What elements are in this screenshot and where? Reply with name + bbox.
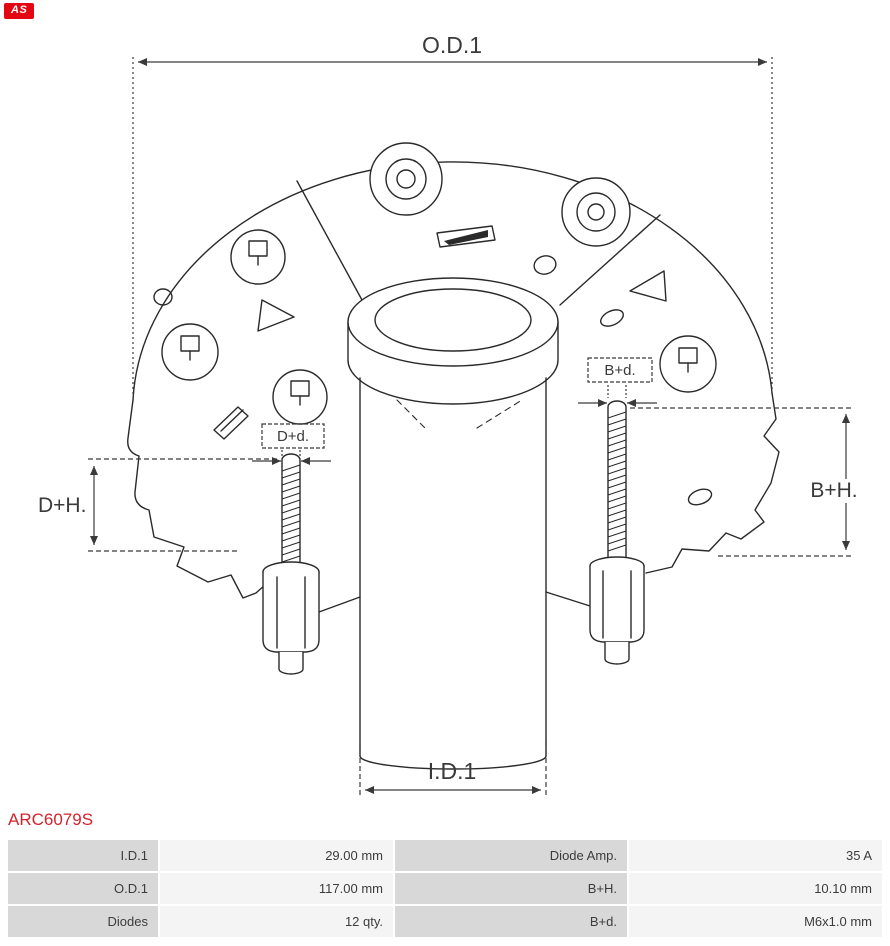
triangle-cutouts (257, 270, 667, 332)
angled-slot (213, 406, 249, 440)
dimension-dd: D+d. (252, 423, 331, 465)
left-bolt-threads (281, 464, 301, 563)
center-tube (359, 377, 547, 770)
right-bolt (589, 400, 645, 665)
dimension-dh: D+H. (38, 458, 280, 552)
spec-label-cell: B+d. (395, 906, 627, 937)
spec-label-cell: I.D.1 (8, 840, 158, 871)
brand-logo-text: AS (11, 4, 28, 16)
dimension-bd: B+d. (578, 357, 657, 407)
right-boss-connector (545, 591, 591, 607)
terminal-slot (436, 225, 496, 248)
small-holes (153, 255, 713, 506)
dimension-bh: B+H. (630, 407, 868, 557)
spec-value-cell: 12 qty. (160, 906, 393, 937)
left-edge-outline (127, 399, 267, 599)
right-edge-outline (645, 392, 780, 574)
outer-arc-outline (132, 161, 773, 401)
dd-label: D+d. (277, 428, 309, 445)
spec-value-cell: 29.00 mm (160, 840, 393, 871)
spec-label-cell: Diodes (8, 906, 158, 937)
dimension-od1: O.D.1 (132, 32, 773, 398)
bh-label: B+H. (810, 479, 857, 502)
top-rivet-bosses (369, 142, 631, 247)
spec-value-cell: 10.10 mm (629, 873, 882, 904)
spec-value-cell: 35 A (629, 840, 882, 871)
diode-rivets (161, 229, 717, 425)
spec-table: I.D.1 29.00 mm Diode Amp. 35 A O.D.1 117… (8, 840, 882, 937)
left-boss-connector (318, 596, 361, 613)
dimension-id1: I.D.1 (359, 742, 547, 798)
spec-label-cell: Diode Amp. (395, 840, 627, 871)
spec-value-cell: 117.00 mm (160, 873, 393, 904)
spec-label-cell: B+H. (395, 873, 627, 904)
rectifier-technical-drawing: O.D.1 I.D.1 D+H. B+H. D+d. (38, 32, 868, 798)
hidden-edge-dashes (396, 399, 523, 431)
part-outline (127, 142, 780, 770)
od1-label: O.D.1 (422, 32, 482, 58)
plate-seam-lines (296, 180, 661, 306)
spec-label-cell: O.D.1 (8, 873, 158, 904)
part-number: ARC6079S (8, 810, 94, 829)
right-bolt-threads (607, 411, 627, 552)
bd-label: B+d. (604, 362, 635, 379)
left-bolt (262, 453, 320, 675)
hub (347, 277, 559, 405)
dh-label: D+H. (38, 494, 86, 517)
id1-label: I.D.1 (428, 758, 477, 784)
spec-value-cell: M6x1.0 mm (629, 906, 882, 937)
brand-logo: AS (4, 3, 35, 19)
